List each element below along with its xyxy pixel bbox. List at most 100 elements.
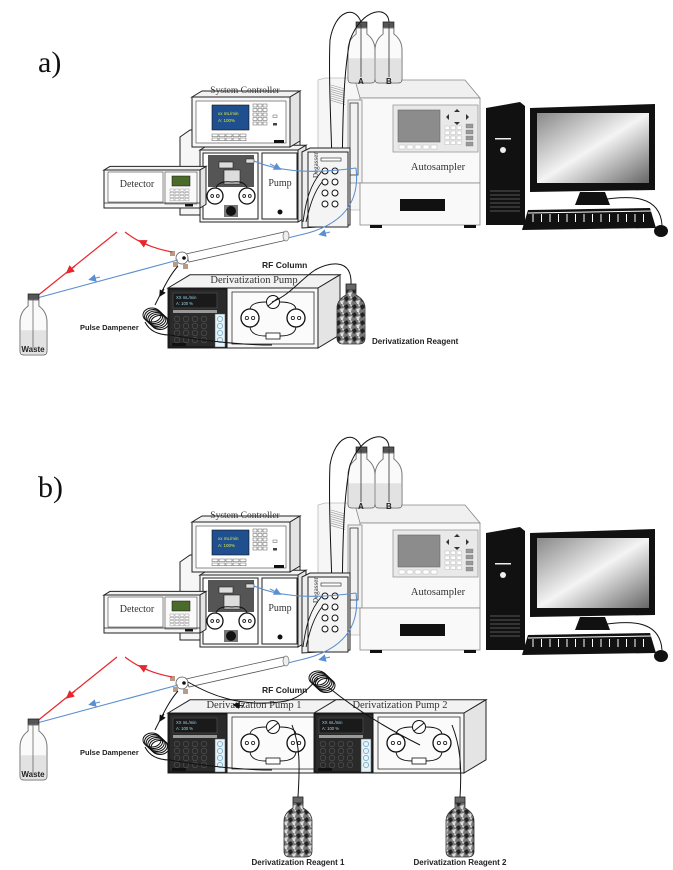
controller-key	[257, 108, 263, 112]
degasser-port	[331, 625, 339, 633]
controller-key	[257, 537, 263, 542]
pump-head-port	[297, 315, 302, 321]
keypad-button	[200, 322, 208, 330]
keyboard	[522, 633, 656, 655]
pump-head-right-port	[247, 194, 252, 198]
degasser-title: Degasser	[312, 577, 320, 603]
controller-softkey	[218, 137, 226, 141]
bottle-label-a: A	[358, 77, 364, 86]
status-led	[217, 748, 223, 754]
controller-key	[252, 537, 258, 542]
keypad-button	[182, 740, 190, 748]
keypad-button	[337, 754, 345, 762]
pulse-dampener-coil-loop	[145, 735, 165, 751]
pump-head-right-port	[247, 619, 252, 623]
pump-head-left-port	[210, 194, 215, 198]
controller-softkey	[211, 558, 219, 562]
keypad-button	[200, 315, 208, 323]
soft-key	[422, 569, 430, 575]
degasser-outlet-tubing	[302, 170, 323, 223]
pump-head-right-port	[242, 194, 247, 198]
pump-head-right	[238, 187, 256, 205]
controller-screen-line2: A: 100%	[218, 543, 235, 548]
flow-arrow	[88, 274, 101, 282]
controller-screen-line1: xx mL/min	[218, 111, 239, 116]
controller-softkey	[232, 558, 240, 562]
solvent-line-b	[341, 11, 390, 169]
keypad-button	[337, 761, 345, 769]
controller-softkey	[218, 562, 226, 566]
degasser-port	[331, 614, 339, 622]
pump-tube	[214, 181, 249, 194]
bottle-label-b: B	[386, 77, 392, 86]
degasser-port	[331, 200, 339, 208]
controller-key	[257, 533, 263, 537]
detector-key	[169, 620, 175, 623]
flow-arrow	[88, 699, 101, 707]
keypad-button	[173, 761, 181, 769]
keypad-button	[328, 747, 336, 755]
vent-slat	[330, 84, 346, 90]
purge-knob	[226, 631, 236, 641]
pump-tubing	[249, 301, 297, 337]
degasser-port	[321, 625, 329, 633]
pump-tube	[214, 606, 249, 619]
controller-key	[262, 103, 268, 108]
autosampler-key	[444, 565, 450, 570]
detector-key	[179, 188, 185, 192]
controller-softkey	[232, 562, 240, 566]
to-column-line	[287, 167, 358, 239]
pump-head-port	[397, 740, 402, 746]
derivatization-reagent-2-label: Derivatization Reagent 2	[414, 858, 507, 867]
rf-column	[185, 656, 288, 688]
detector-side	[199, 165, 207, 209]
waste-bottle-cap	[27, 293, 40, 301]
detector-key	[179, 623, 185, 627]
tower-vent	[490, 206, 520, 208]
column-fitting	[282, 655, 290, 667]
pulse-dampener-coil-loop	[145, 310, 165, 326]
autosampler-key	[450, 125, 456, 130]
flow-arrow	[269, 162, 282, 170]
keypad-button	[200, 740, 208, 748]
controller-slot	[274, 140, 284, 143]
drive-bay	[495, 138, 511, 140]
vent-slat	[330, 516, 346, 521]
monitor-stand	[575, 192, 610, 205]
system-controller-side	[289, 515, 301, 573]
controller-key	[257, 546, 263, 551]
detector-title: Detector	[120, 604, 155, 615]
vent-slat	[330, 525, 346, 530]
detector-top	[102, 165, 208, 171]
controller-softkey	[211, 133, 219, 137]
solvent-bottle-b-cap	[382, 446, 395, 454]
to-column-line	[287, 592, 358, 664]
status-led	[217, 337, 223, 343]
detector-key	[169, 623, 175, 627]
degasser-port	[321, 189, 329, 197]
check-valve	[411, 757, 427, 765]
controller-key	[262, 537, 268, 542]
detector-key	[184, 623, 190, 627]
keypad-button	[319, 747, 327, 755]
pump-head	[432, 733, 452, 753]
controller-key	[257, 542, 263, 546]
door-window	[349, 102, 359, 176]
deriv-screen	[172, 717, 218, 734]
mixing-tee-center	[182, 681, 186, 685]
pump-head-port	[251, 740, 256, 746]
tower-vent	[490, 210, 520, 212]
panel-label: b)	[38, 471, 63, 504]
check-valve	[265, 332, 281, 340]
autosampler-title: Autosampler	[411, 162, 466, 173]
keypad-button	[191, 747, 199, 755]
detector-key	[174, 623, 180, 627]
keypad-button	[328, 761, 336, 769]
flow-arrow	[138, 240, 149, 248]
autosampler-key	[456, 560, 462, 565]
keypad-button	[191, 740, 199, 748]
degasser-port	[321, 200, 329, 208]
pulse-dampener-coil-2-loop	[310, 672, 330, 687]
degasser-port	[321, 603, 329, 611]
degasser-front	[307, 151, 349, 228]
